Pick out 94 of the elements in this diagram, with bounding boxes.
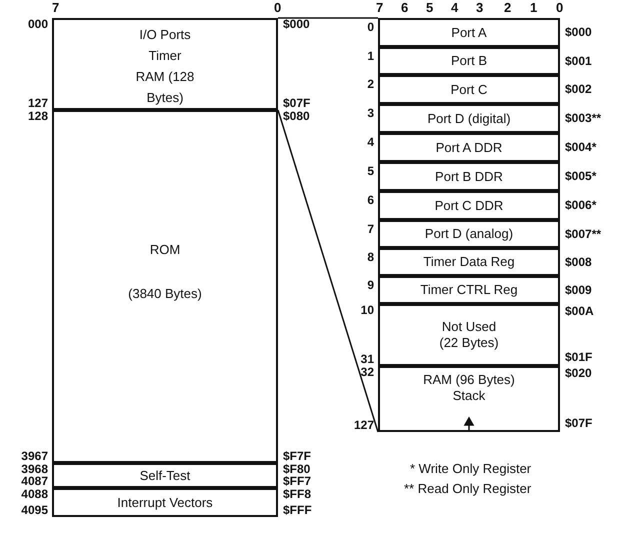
block-label: Timer CTRL Reg [420, 282, 518, 298]
address-hex: $07F [283, 98, 310, 109]
block-sublabel: Timer [148, 47, 182, 65]
memory-block [378, 18, 560, 47]
block-label: RAM (96 Bytes) [423, 372, 515, 388]
address-hex: $001 [565, 56, 592, 66]
address-decimal: 4095 [21, 505, 48, 516]
memory-block [52, 488, 278, 517]
address-hex: $000 [283, 19, 310, 30]
address-decimal: 1 [367, 51, 374, 62]
address-decimal: 4088 [21, 489, 48, 500]
memory-block [378, 276, 560, 304]
address-decimal: 127 [28, 98, 48, 109]
bit-number: 4 [451, 1, 458, 15]
block-label: ROM [150, 242, 180, 258]
address-decimal: 6 [367, 195, 374, 206]
bit-number: 1 [530, 1, 538, 15]
address-decimal: 3968 [21, 464, 48, 475]
address-hex: $003** [565, 113, 602, 124]
footnote: ** Read Only Register [404, 482, 532, 496]
address-hex: $FF7 [283, 476, 312, 487]
address-hex: $008 [565, 256, 592, 268]
address-decimal: 128 [28, 111, 48, 122]
block-label: Port B [450, 53, 488, 69]
memory-block [378, 248, 560, 276]
bit-number: 6 [401, 1, 408, 15]
memory-block [378, 133, 560, 162]
address-decimal: 7 [367, 224, 374, 235]
block-label: I/O Ports [139, 26, 191, 44]
address-hex: $07F [565, 418, 592, 429]
bit-number: 0 [556, 1, 564, 15]
address-decimal: 000 [28, 19, 48, 30]
address-hex: $FFF [283, 505, 312, 516]
memory-block [52, 110, 278, 463]
address-hex: $007** [565, 228, 602, 240]
address-hex: $01F [565, 352, 592, 363]
address-decimal: 8 [367, 252, 374, 263]
address-decimal: 10 [360, 305, 374, 316]
block-label: Port A DDR [436, 140, 502, 156]
address-decimal: 3 [367, 108, 374, 119]
block-label: Port B DDR [435, 168, 503, 184]
block-label: Port C DDR [434, 198, 504, 214]
block-label: Timer Data Reg [423, 254, 515, 270]
address-hex: $080 [283, 111, 310, 122]
address-decimal: 32 [360, 367, 374, 378]
memory-block [52, 463, 278, 488]
memory-block [378, 75, 560, 104]
block-label: Port D (digital) [427, 110, 511, 126]
memory-block [52, 18, 278, 110]
expansion-line [277, 110, 379, 432]
memory-block [378, 47, 560, 75]
memory-block [378, 191, 560, 220]
block-sublabel: (3840 Bytes) [128, 286, 202, 302]
address-decimal: 31 [360, 354, 374, 365]
address-decimal: 0 [367, 22, 374, 33]
address-hex: $009 [565, 284, 592, 296]
bit-number: 7 [376, 1, 384, 15]
address-decimal: 4087 [21, 476, 48, 487]
block-label: Interrupt Vectors [117, 494, 213, 510]
address-decimal: 3967 [21, 451, 48, 462]
memory-block [378, 104, 560, 133]
address-hex: $004* [565, 142, 596, 153]
address-hex: $020 [565, 368, 592, 379]
bit-number: 5 [426, 1, 434, 15]
address-decimal: 9 [367, 280, 374, 291]
footnote: * Write Only Register [410, 462, 532, 476]
address-hex: $F7F [283, 451, 312, 462]
address-decimal: 2 [367, 79, 374, 90]
address-hex: $000 [565, 27, 592, 38]
bit-number: 3 [476, 1, 484, 15]
expansion-line [278, 17, 378, 19]
address-hex: $FF8 [283, 489, 312, 500]
block-sublabel: RAM (128 Bytes) [134, 68, 196, 107]
block-label: Port C [450, 82, 488, 98]
memory-block [378, 162, 560, 191]
memory-block [378, 220, 560, 248]
address-decimal: 127 [354, 420, 374, 431]
memory-block [378, 304, 560, 366]
block-sublabel: Stack [452, 388, 486, 404]
bit-number: 7 [52, 1, 60, 15]
address-hex: $002 [565, 84, 592, 95]
address-hex: $005* [565, 171, 596, 182]
block-label: Port D (analog) [424, 226, 514, 242]
block-label: Not Used (22 Bytes) [438, 319, 500, 351]
bit-number: 2 [504, 1, 512, 15]
memory-block [378, 366, 560, 432]
address-hex: $00A [565, 306, 594, 317]
address-decimal: 5 [367, 166, 374, 177]
block-label: Self-Test [140, 468, 190, 484]
address-decimal: 4 [367, 137, 374, 148]
address-hex: $006* [565, 200, 596, 211]
bit-number: 0 [274, 1, 282, 15]
block-label: Port A [451, 24, 487, 40]
address-hex: $F80 [283, 464, 310, 475]
